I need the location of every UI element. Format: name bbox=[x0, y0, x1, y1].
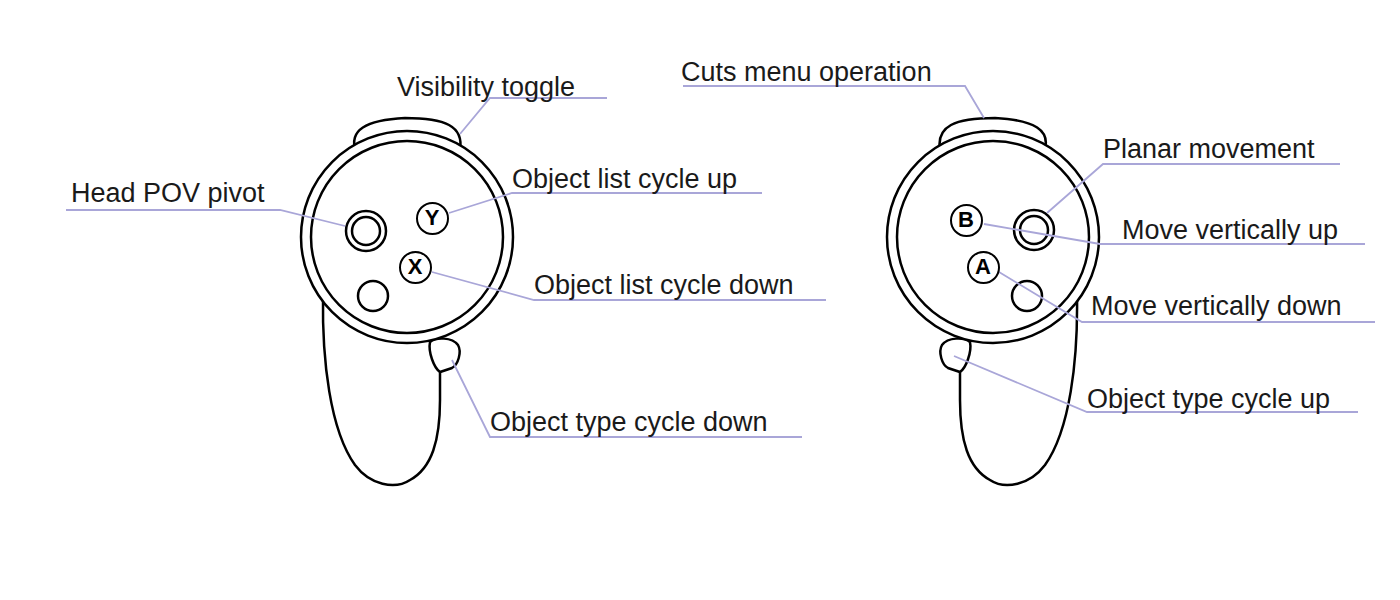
leader-line bbox=[66, 210, 345, 226]
callout-label: Object type cycle up bbox=[1087, 383, 1330, 415]
callout-label: Object list cycle down bbox=[534, 269, 794, 301]
button-letter: A bbox=[975, 256, 991, 278]
button-letter: B bbox=[958, 209, 974, 231]
button-letter: X bbox=[408, 256, 423, 278]
right-controller bbox=[887, 118, 1099, 485]
leader-line bbox=[449, 193, 762, 213]
left-controller bbox=[301, 118, 513, 485]
thumbstick-inner bbox=[352, 217, 380, 245]
button-circle: B bbox=[950, 204, 983, 237]
leader-line bbox=[452, 360, 802, 437]
callout-label: Object type cycle down bbox=[490, 406, 768, 438]
leader-line bbox=[683, 86, 984, 118]
callout-label: Head POV pivot bbox=[71, 177, 265, 209]
menu-button bbox=[358, 281, 388, 311]
callout-label: Planar movement bbox=[1103, 133, 1315, 165]
button-circle: Y bbox=[416, 202, 449, 235]
button-letter: Y bbox=[425, 207, 440, 229]
leader-line bbox=[1047, 164, 1340, 213]
callout-label: Move vertically up bbox=[1122, 214, 1338, 246]
leader-line bbox=[460, 98, 607, 134]
controller-ring-inner bbox=[311, 141, 503, 333]
button-circle: X bbox=[399, 251, 432, 284]
grip-trigger bbox=[940, 339, 970, 372]
callout-label: Move vertically down bbox=[1091, 290, 1342, 322]
button-circle: A bbox=[967, 251, 1000, 284]
controller-ring-outer bbox=[301, 131, 513, 343]
leader-line bbox=[999, 272, 1375, 322]
controller-ring-outer bbox=[887, 131, 1099, 343]
thumbstick-outer bbox=[346, 211, 386, 251]
callout-label: Object list cycle up bbox=[512, 163, 737, 195]
callout-label: Cuts menu operation bbox=[681, 56, 932, 88]
thumbstick-inner bbox=[1020, 216, 1048, 244]
callout-label: Visibility toggle bbox=[397, 71, 575, 103]
